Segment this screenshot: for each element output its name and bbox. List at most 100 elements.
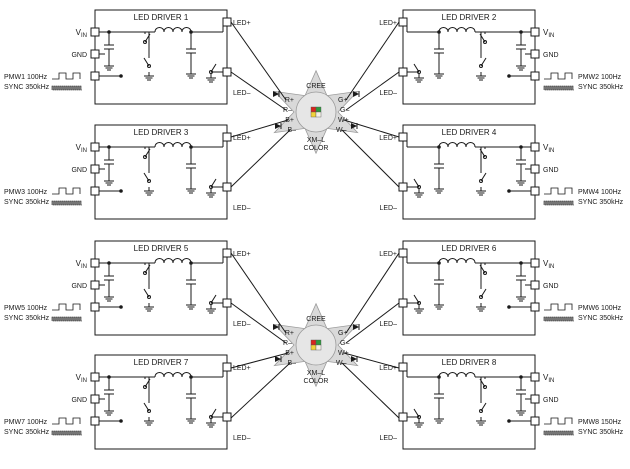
gnd-pin xyxy=(90,394,100,404)
switch xyxy=(143,288,151,299)
junction-dot xyxy=(119,305,123,309)
ground-symbol xyxy=(206,189,216,198)
gnd-pin xyxy=(90,49,100,59)
ground-symbol xyxy=(434,301,444,310)
led-chip xyxy=(310,344,317,351)
vin-subscript: IN xyxy=(548,378,554,384)
ground-symbol xyxy=(186,415,196,424)
pwm-frequency-label: PMW2 100Hz xyxy=(578,74,622,81)
sync-waveform xyxy=(543,316,574,322)
switch-blade xyxy=(210,178,217,188)
junction-dot xyxy=(119,189,123,193)
sync-pulse-path xyxy=(543,200,574,206)
sync-waveform xyxy=(543,85,574,91)
led-wire xyxy=(345,71,400,111)
led-plus-label: LED+ xyxy=(379,251,397,258)
led-minus-label: LED– xyxy=(233,321,251,328)
ground-symbol xyxy=(414,189,424,198)
led-minus-pin xyxy=(398,412,408,422)
ground-symbol xyxy=(186,301,196,310)
vin-pin xyxy=(90,27,100,37)
driver-title: LED DRIVER 4 xyxy=(442,128,497,137)
led-plus-label: LED+ xyxy=(233,251,251,258)
vin-pin xyxy=(530,142,540,152)
sync-pulse-path xyxy=(543,316,574,322)
pad-label-left: R– xyxy=(283,340,292,347)
driver-box xyxy=(402,354,536,450)
capacitor xyxy=(434,263,444,301)
gnd-pin xyxy=(530,164,540,174)
ground-symbol xyxy=(414,419,424,428)
sync-waveform xyxy=(51,430,82,436)
switch xyxy=(143,57,151,68)
led-wire xyxy=(341,362,400,419)
capacitor xyxy=(104,377,114,407)
switch xyxy=(209,408,217,419)
pad-label-right: G+ xyxy=(338,97,348,104)
vin-label: VIN xyxy=(543,259,554,270)
led-plus-label: LED+ xyxy=(233,135,251,142)
led-minus-label: LED– xyxy=(379,205,397,212)
ground-symbol xyxy=(516,293,526,302)
gnd-pin xyxy=(90,164,100,174)
diode-triangle xyxy=(351,356,357,362)
junction-dot xyxy=(119,74,123,78)
diode-symbol xyxy=(275,356,282,362)
vin-subscript: IN xyxy=(81,148,87,154)
junction-dot xyxy=(507,419,511,423)
vin-pin xyxy=(530,258,540,268)
led-minus-pin xyxy=(222,182,232,192)
ground-symbol xyxy=(104,62,114,71)
pwm-pin xyxy=(530,302,540,312)
sync-waveform xyxy=(51,85,82,91)
pwm-waveform xyxy=(52,303,81,311)
driver-title: LED DRIVER 3 xyxy=(134,128,189,137)
pad-label-left: B+ xyxy=(285,117,294,124)
pad-label-left: R+ xyxy=(285,97,294,104)
switch-blade xyxy=(413,408,420,418)
switch-blade xyxy=(480,57,487,67)
led-wire xyxy=(230,252,287,334)
led-chip xyxy=(315,344,322,351)
pwm-pulse-path xyxy=(544,303,573,311)
led-minus-label: LED– xyxy=(233,90,251,97)
switch xyxy=(143,402,151,413)
driver-title: LED DRIVER 8 xyxy=(442,358,497,367)
pad-label-right: G– xyxy=(340,107,349,114)
led-plus-pin xyxy=(222,248,232,258)
pad-label-right: G+ xyxy=(338,330,348,337)
ground-symbol xyxy=(206,419,216,428)
package-model: XM–L xyxy=(307,370,325,377)
switch-blade xyxy=(413,178,420,188)
sync-frequency-label: SYNC 350kHz xyxy=(4,429,50,436)
pad-label-right: W+ xyxy=(338,117,349,124)
pwm-pulse-path xyxy=(52,72,81,80)
led-wire xyxy=(230,129,291,188)
ground-symbol xyxy=(144,303,154,312)
pad-label-left: R+ xyxy=(285,330,294,337)
vin-subscript: IN xyxy=(548,148,554,154)
led-minus-label: LED– xyxy=(379,90,397,97)
package-brand: CREE xyxy=(306,83,326,90)
ground-symbol xyxy=(144,72,154,81)
pad-label-left: B– xyxy=(287,127,296,134)
ground-symbol xyxy=(476,187,486,196)
switch xyxy=(479,402,487,413)
capacitor xyxy=(104,263,114,293)
vin-pin xyxy=(530,27,540,37)
inductor xyxy=(438,258,476,264)
pad-label-left: R– xyxy=(283,107,292,114)
led-chip xyxy=(315,339,322,346)
vin-label: VIN xyxy=(76,259,87,270)
diode-symbol xyxy=(273,91,280,97)
led-minus-pin xyxy=(398,298,408,308)
capacitor xyxy=(516,32,526,62)
capacitor xyxy=(186,263,196,301)
vin-label: VIN xyxy=(543,28,554,39)
gnd-label: GND xyxy=(71,167,87,174)
inductor-coil xyxy=(154,27,192,33)
